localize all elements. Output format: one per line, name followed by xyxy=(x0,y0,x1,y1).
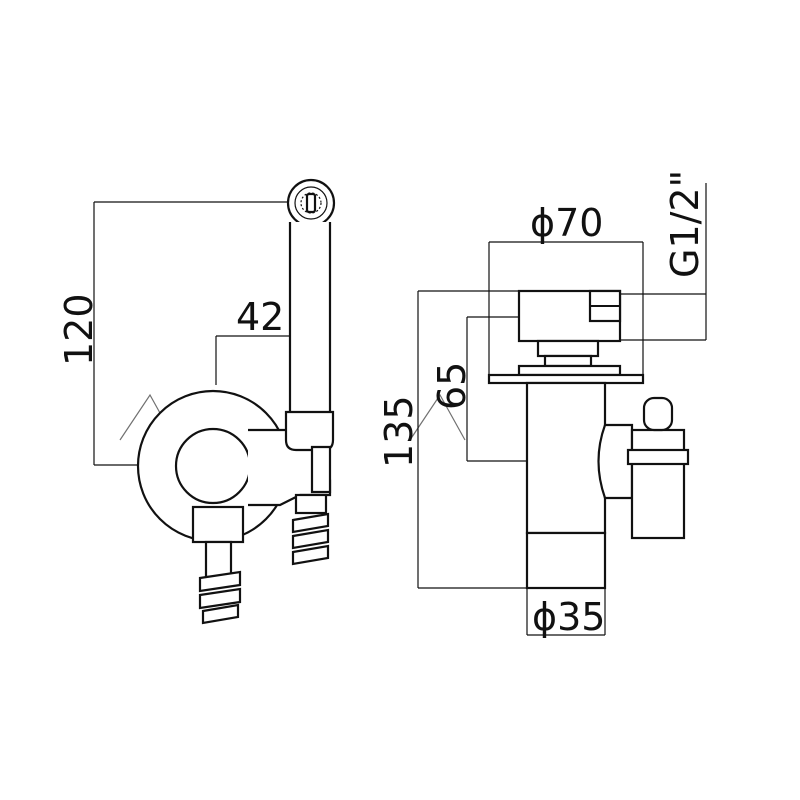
front-view: ϕ70 G1/2" 135 65 ϕ35 xyxy=(377,170,707,639)
dim-label-42: 42 xyxy=(236,295,284,339)
dim-label-65: 65 xyxy=(430,362,474,410)
dim-label-phi35: ϕ35 xyxy=(532,595,605,639)
dim-label-135: 135 xyxy=(377,395,421,468)
hose-left xyxy=(191,505,245,625)
dim-label-phi70: ϕ70 xyxy=(530,201,603,245)
hose-right xyxy=(291,493,330,566)
dim-label-g12: G1/2" xyxy=(663,170,707,278)
side-view: 120 42 xyxy=(57,178,336,625)
dim-phi35: ϕ35 xyxy=(526,588,606,639)
dim-label-120: 120 xyxy=(57,293,101,366)
dim-135: 135 xyxy=(377,290,527,589)
dim-g12: G1/2" xyxy=(620,170,707,341)
dim-phi70: ϕ70 xyxy=(488,201,644,380)
